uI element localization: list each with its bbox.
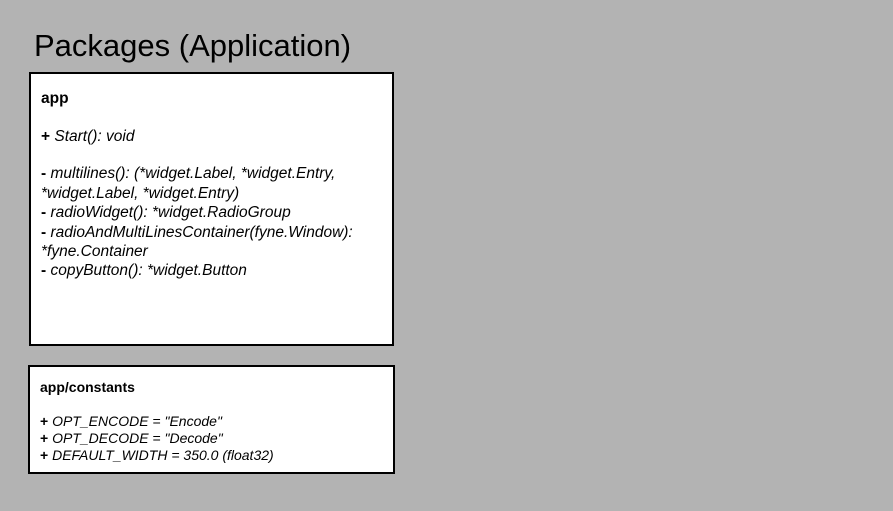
constant-definition: OPT_ENCODE = "Encode": [48, 413, 222, 429]
visibility-marker: -: [41, 165, 47, 183]
constant: + DEFAULT_WIDTH = 350.0 (float32): [40, 447, 383, 464]
package-box-app: app + Start(): void - multilines(): (*wi…: [29, 72, 394, 346]
private-method-continuation: *widget.Label, *widget.Entry): [41, 184, 382, 203]
private-method: - multilines(): (*widget.Label, *widget.…: [41, 164, 382, 183]
private-method: - radioWidget(): *widget.RadioGroup: [41, 203, 382, 222]
page-title: Packages (Application): [34, 28, 352, 63]
visibility-marker: +: [41, 128, 51, 145]
package-box-app-constants: app/constants + OPT_ENCODE = "Encode" + …: [28, 365, 395, 474]
public-method: + Start(): void: [41, 127, 382, 146]
constant-definition: DEFAULT_WIDTH = 350.0 (float32): [48, 447, 274, 463]
visibility-marker: -: [41, 223, 47, 241]
constant: + OPT_ENCODE = "Encode": [40, 413, 383, 430]
constant-definition: OPT_DECODE = "Decode": [48, 430, 223, 446]
method-signature: radioAndMultiLinesContainer(fyne.Window)…: [46, 223, 353, 241]
constant: + OPT_DECODE = "Decode": [40, 430, 383, 447]
visibility-marker: +: [40, 430, 49, 446]
package-name: app/constants: [40, 379, 135, 395]
method-signature: *widget.Label, *widget.Entry): [41, 184, 240, 202]
method-signature: multilines(): (*widget.Label, *widget.En…: [46, 165, 336, 183]
private-method-continuation: *fyne.Container: [41, 242, 382, 261]
visibility-marker: +: [40, 447, 49, 463]
private-method: - copyButton(): *widget.Button: [41, 261, 382, 280]
visibility-marker: +: [40, 413, 49, 429]
visibility-marker: -: [41, 204, 47, 222]
method-signature: *fyne.Container: [41, 243, 148, 261]
method-signature: Start(): void: [50, 128, 135, 145]
package-name: app: [41, 90, 69, 107]
method-signature: copyButton(): *widget.Button: [46, 262, 247, 280]
visibility-marker: -: [41, 262, 47, 280]
method-signature: radioWidget(): *widget.RadioGroup: [46, 204, 291, 222]
private-method: - radioAndMultiLinesContainer(fyne.Windo…: [41, 223, 382, 242]
